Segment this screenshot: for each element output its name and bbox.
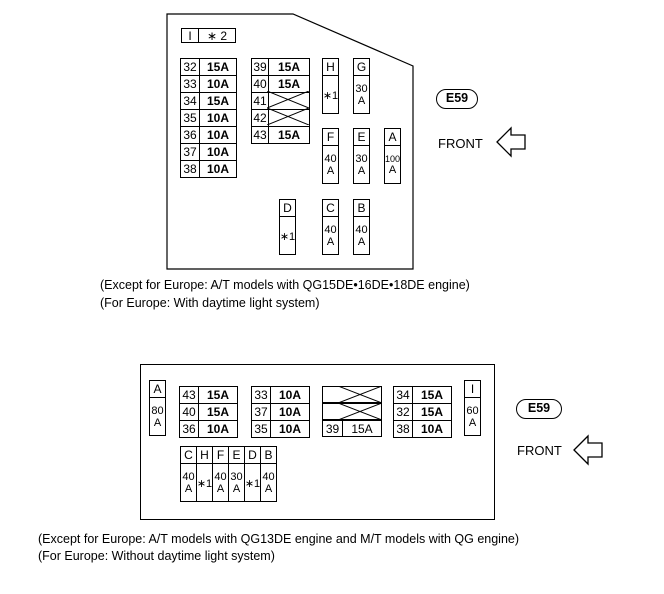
fuse-amp: 15A bbox=[342, 420, 382, 437]
fuse-amp: 10A bbox=[199, 126, 237, 144]
fuse-number: 38 bbox=[180, 160, 200, 178]
front-arrow-icon bbox=[496, 126, 526, 158]
fuse-number: 39 bbox=[251, 58, 269, 76]
fuse-amp: 10A bbox=[199, 160, 237, 178]
fuse-number: 37 bbox=[251, 403, 271, 421]
fuse-number: 42 bbox=[251, 109, 269, 127]
fuse-number: 32 bbox=[393, 403, 413, 421]
empty-slot bbox=[322, 386, 382, 403]
fuse-amp: 10A bbox=[199, 75, 237, 93]
fuse-D: D ∗1 bbox=[279, 199, 296, 255]
empty-slot-cross bbox=[267, 91, 309, 125]
fuse-amp: 10A bbox=[270, 420, 310, 438]
fuse-number: 40 bbox=[179, 403, 199, 421]
connector-badge: E59 bbox=[436, 89, 478, 109]
fuse-amp: 15A bbox=[268, 75, 310, 93]
fuse-amp: 15A bbox=[268, 58, 310, 76]
fuse-number: 34 bbox=[393, 386, 413, 404]
fuse-amp: 10A bbox=[199, 109, 237, 127]
fuse-amp: 15A bbox=[198, 386, 238, 404]
legend-note: ∗ 2 bbox=[198, 28, 236, 43]
fuse-number: 37 bbox=[180, 143, 200, 161]
empty-slot-cross bbox=[338, 386, 382, 420]
top-caption-2: (For Europe: With daytime light system) bbox=[100, 296, 320, 310]
fuse-number: 36 bbox=[179, 420, 199, 438]
fuse-D-bottom: D∗1 bbox=[244, 446, 261, 502]
fuse-amp: 15A bbox=[412, 403, 452, 421]
fuse-amp: 10A bbox=[198, 420, 238, 438]
fuse-amp: 10A bbox=[412, 420, 452, 438]
bottom-caption-2: (For Europe: Without daytime light syste… bbox=[38, 549, 275, 563]
fuse-amp: 10A bbox=[270, 386, 310, 404]
fuse-number: 35 bbox=[251, 420, 271, 438]
fuse-amp: 10A bbox=[199, 143, 237, 161]
legend-code: I bbox=[181, 28, 199, 43]
front-arrow-icon bbox=[573, 434, 603, 466]
connector-badge-bottom: E59 bbox=[516, 399, 562, 419]
fuse-amp: 15A bbox=[268, 126, 310, 144]
fuse-amp: 15A bbox=[199, 92, 237, 110]
fuse-number: 32 bbox=[180, 58, 200, 76]
fuse-amp: 15A bbox=[412, 386, 452, 404]
fuse-amp: 15A bbox=[198, 403, 238, 421]
front-label: FRONT bbox=[438, 136, 483, 151]
fuse-number: 36 bbox=[180, 126, 200, 144]
fuse-amp: 10A bbox=[270, 403, 310, 421]
top-caption-1: (Except for Europe: A/T models with QG15… bbox=[100, 278, 470, 292]
fuse-number: 43 bbox=[251, 126, 269, 144]
fuse-number: 43 bbox=[179, 386, 199, 404]
fuse-number: 35 bbox=[180, 109, 200, 127]
fuse-H: H ∗1 bbox=[322, 58, 339, 114]
front-label-bottom: FRONT bbox=[517, 443, 562, 458]
fuse-amp: 15A bbox=[199, 58, 237, 76]
fuse-number: 34 bbox=[180, 92, 200, 110]
fuse-H-bottom: H∗1 bbox=[196, 446, 213, 502]
fuse-number: 33 bbox=[180, 75, 200, 93]
fuse-number: 33 bbox=[251, 386, 271, 404]
fuse-number: 39 bbox=[322, 420, 343, 437]
empty-slot bbox=[322, 403, 382, 420]
bottom-caption-1: (Except for Europe: A/T models with QG13… bbox=[38, 532, 520, 546]
fuse-number: 40 bbox=[251, 75, 269, 93]
fuse-number: 38 bbox=[393, 420, 413, 438]
